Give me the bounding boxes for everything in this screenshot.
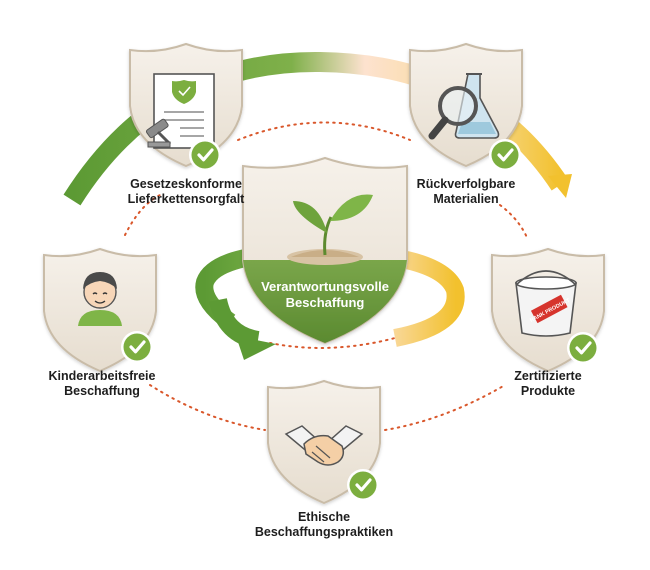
plant-sprout-icon	[287, 194, 373, 265]
check-badge-certified	[565, 330, 601, 366]
label-legal-line2: Lieferkettensorgfalt	[127, 192, 245, 206]
label-certified-line1: Zertifizierte	[514, 369, 582, 383]
connector-bottom-left	[149, 384, 266, 431]
label-legal-line1: Gesetzeskonforme	[130, 177, 242, 191]
check-badge-legal	[187, 137, 223, 173]
handshake-icon	[284, 425, 364, 466]
center-label-line1: Verantwortungsvolle	[261, 279, 389, 294]
center-label: Verantwortungsvolle Beschaffung	[245, 279, 405, 311]
check-badge-ethical	[345, 467, 381, 503]
dotted-connectors	[124, 121, 529, 431]
label-ethical-line2: Beschaffungspraktiken	[254, 525, 394, 539]
label-traceable-line1: Rückverfolgbare	[416, 177, 516, 191]
label-traceable: Rückverfolgbare Materialien	[386, 177, 546, 207]
check-badge-childlabor	[119, 329, 155, 365]
magnifier-flask-icon	[428, 73, 500, 140]
label-certified: Zertifizierte Produkte	[488, 369, 608, 399]
connector-right	[499, 204, 529, 241]
connector-bottom-right	[384, 384, 506, 431]
bucket-icon: RANK PRODUKT	[515, 270, 577, 337]
check-badge-traceable	[487, 137, 523, 173]
center-label-line2: Beschaffung	[285, 295, 365, 310]
bucket-label	[530, 294, 568, 324]
label-childlabor-line1: Kinderarbeitsfreie	[48, 369, 156, 383]
label-ethical-line1: Ethische	[297, 510, 351, 524]
legal-document-gavel-icon	[145, 73, 215, 149]
label-legal: Gesetzeskonforme Lieferkettensorgfalt	[96, 177, 276, 207]
label-childlabor-line2: Beschaffung	[64, 384, 140, 398]
label-traceable-line2: Materialien	[433, 192, 499, 206]
label-certified-line2: Produkte	[520, 384, 576, 398]
connector-center	[269, 337, 396, 349]
child-face-icon	[78, 272, 122, 326]
connector-top	[237, 121, 411, 141]
label-childlabor: Kinderarbeitsfreie Beschaffung	[22, 369, 182, 399]
label-ethical: Ethische Beschaffungspraktiken	[234, 510, 414, 540]
